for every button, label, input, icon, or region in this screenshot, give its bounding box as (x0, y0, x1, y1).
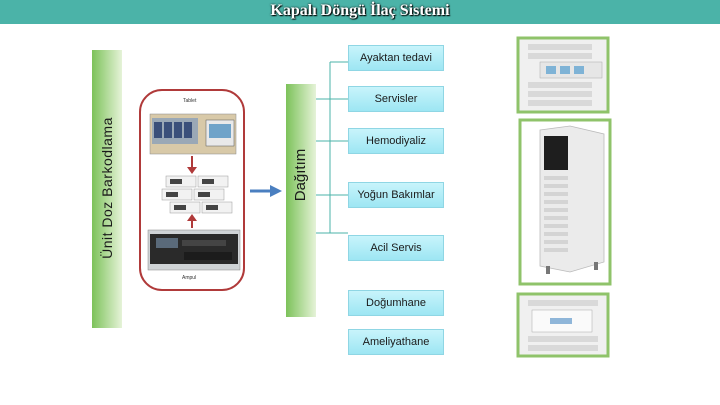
up-arrowhead (187, 214, 197, 221)
ampoule-machine-photo (147, 229, 241, 271)
ampoule-label: Ampul (182, 275, 197, 281)
automated-cabinet-photo (518, 118, 612, 286)
destination-wards: Servisler (348, 86, 444, 112)
destination-operating-room: Ameliyathane (348, 329, 444, 355)
destination-emergency: Acil Servis (348, 235, 444, 261)
tablet-label: Tablet (183, 98, 197, 104)
destination-connectors (316, 61, 348, 234)
destination-intensive-care: Yoğun Bakımlar (348, 182, 444, 208)
destination-outpatient: Ayaktan tedavi (348, 45, 444, 71)
tablet-packaging-photo (149, 113, 237, 155)
distribution-bar: Dağıtım (286, 84, 316, 317)
destination-maternity: Doğumhane (348, 290, 444, 316)
header-bar: Kapalı Döngü İlaç Sistemi (0, 0, 720, 24)
closed-loop-outline (139, 89, 245, 291)
page-title: Kapalı Döngü İlaç Sistemi (270, 2, 450, 19)
barcode-labels-photo (161, 175, 233, 214)
drawer-cabinet-photo (516, 36, 610, 114)
destination-hemodialysis: Hemodiyaliz (348, 128, 444, 154)
open-drawer-photo (516, 292, 610, 358)
unit-dose-barcoding-bar: Ünit Doz Barkodlama (92, 50, 122, 328)
distribution-arrowhead (270, 185, 282, 197)
down-arrowhead (187, 167, 197, 174)
